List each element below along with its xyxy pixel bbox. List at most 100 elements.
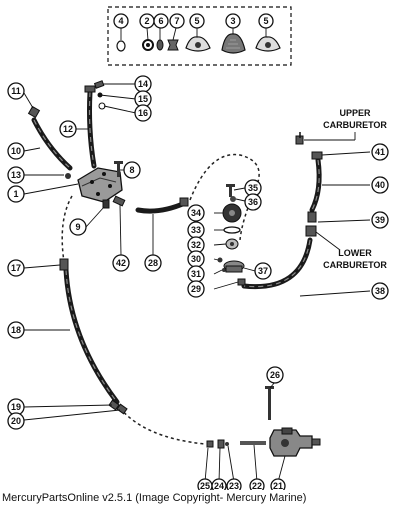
kit-part-4 [116, 40, 126, 52]
hose-18 [63, 267, 120, 405]
callout-25: 25 [197, 478, 213, 490]
svg-text:14: 14 [138, 79, 148, 89]
callout-22: 22 [249, 478, 265, 490]
callout-12: 12 [59, 120, 77, 138]
svg-text:32: 32 [191, 240, 201, 250]
callout-6: 6 [153, 13, 169, 29]
svg-text:21: 21 [273, 481, 283, 490]
svg-text:10: 10 [11, 146, 21, 156]
hose-38 [241, 237, 313, 290]
dashed-route-filter [189, 153, 260, 241]
fuel-pump-body [77, 167, 123, 203]
callout-39: 39 [371, 211, 389, 229]
copyright-caption: MercuryPartsOnline v2.5.1 (Image Copyrig… [2, 492, 307, 504]
callout-36: 36 [244, 193, 262, 211]
svg-text:28: 28 [148, 258, 158, 268]
svg-text:UPPER: UPPER [339, 108, 371, 118]
svg-text:35: 35 [248, 183, 258, 193]
svg-text:4: 4 [118, 16, 123, 26]
kit-part-6 [156, 39, 164, 51]
svg-text:33: 33 [191, 225, 201, 235]
callout-16: 16 [134, 104, 152, 122]
hose-40 [309, 157, 322, 213]
callout-8: 8 [123, 161, 141, 179]
svg-text:CARBURETOR: CARBURETOR [323, 260, 387, 270]
svg-text:23: 23 [229, 481, 239, 490]
svg-text:3: 3 [230, 16, 235, 26]
callout-13: 13 [7, 166, 25, 184]
svg-text:29: 29 [191, 284, 201, 294]
svg-text:1: 1 [13, 189, 18, 199]
callout-9: 9 [69, 218, 87, 236]
svg-text:38: 38 [375, 286, 385, 296]
callout-37: 37 [254, 262, 272, 280]
callout-41: 41 [371, 143, 389, 161]
svg-text:18: 18 [11, 325, 21, 335]
svg-text:30: 30 [191, 254, 201, 264]
callout-leaders [23, 83, 371, 483]
callout-17: 17 [7, 259, 25, 277]
callout-21: 21 [270, 478, 286, 490]
svg-text:37: 37 [258, 266, 268, 276]
callout-30: 30 [187, 250, 205, 268]
repair-kit-box [107, 6, 292, 66]
svg-text:9: 9 [75, 222, 80, 232]
svg-text:LOWER: LOWER [338, 248, 372, 258]
kit-part-3 [221, 33, 246, 54]
svg-text:8: 8 [129, 165, 134, 175]
callout-20: 20 [7, 412, 25, 430]
svg-text:6: 6 [158, 16, 163, 26]
callout-1: 1 [7, 185, 25, 203]
callout-7: 7 [169, 13, 185, 29]
callout-24: 24 [211, 478, 227, 490]
callout-2: 2 [139, 13, 155, 29]
svg-text:20: 20 [11, 416, 21, 426]
svg-text:36: 36 [248, 197, 258, 207]
kit-part-7 [167, 39, 179, 51]
callout-4: 4 [113, 13, 129, 29]
callout-31: 31 [187, 265, 205, 283]
svg-text:19: 19 [11, 402, 21, 412]
lower-carburetor-label: LOWER CARBURETOR [315, 231, 387, 270]
svg-text:24: 24 [214, 481, 224, 490]
fuel-pump-exploded-diagram: UPPER CARBURETOR LOWER CARBURETOR [7, 6, 389, 490]
svg-text:41: 41 [375, 147, 385, 157]
callout-38: 38 [371, 282, 389, 300]
screw-8 [117, 163, 120, 177]
dashed-route-pump-to-filter [61, 195, 73, 263]
fittings [27, 80, 323, 415]
svg-text:16: 16 [138, 108, 148, 118]
callout-40: 40 [371, 176, 389, 194]
svg-text:26: 26 [270, 370, 280, 380]
svg-text:25: 25 [200, 481, 210, 490]
svg-text:22: 22 [252, 481, 262, 490]
callout-5-right: 5 [258, 13, 274, 29]
svg-text:15: 15 [138, 94, 148, 104]
kit-parts [116, 27, 281, 54]
callout-42: 42 [112, 254, 130, 272]
svg-text:40: 40 [375, 180, 385, 190]
callout-3: 3 [225, 13, 241, 29]
svg-text:42: 42 [116, 258, 126, 268]
svg-text:5: 5 [263, 16, 268, 26]
svg-text:13: 13 [11, 170, 21, 180]
svg-text:34: 34 [191, 208, 201, 218]
callout-18: 18 [7, 321, 25, 339]
dashed-route-to-fitting [119, 407, 206, 445]
svg-text:CARBURETOR: CARBURETOR [323, 120, 387, 130]
callout-11: 11 [7, 82, 25, 100]
upper-carburetor-label: UPPER CARBURETOR [304, 108, 387, 141]
callout-23: 23 [226, 478, 242, 490]
fuel-filter-assembly [217, 184, 246, 286]
fitting-21-assembly [206, 386, 321, 457]
callout-14: 14 [134, 75, 152, 93]
callout-5-left: 5 [189, 13, 205, 29]
callout-10: 10 [7, 142, 25, 160]
callout-29: 29 [187, 280, 205, 298]
svg-text:39: 39 [375, 215, 385, 225]
svg-text:2: 2 [144, 16, 149, 26]
svg-text:5: 5 [194, 16, 199, 26]
svg-text:17: 17 [11, 263, 21, 273]
callout-28: 28 [144, 254, 162, 272]
svg-text:11: 11 [11, 86, 21, 96]
